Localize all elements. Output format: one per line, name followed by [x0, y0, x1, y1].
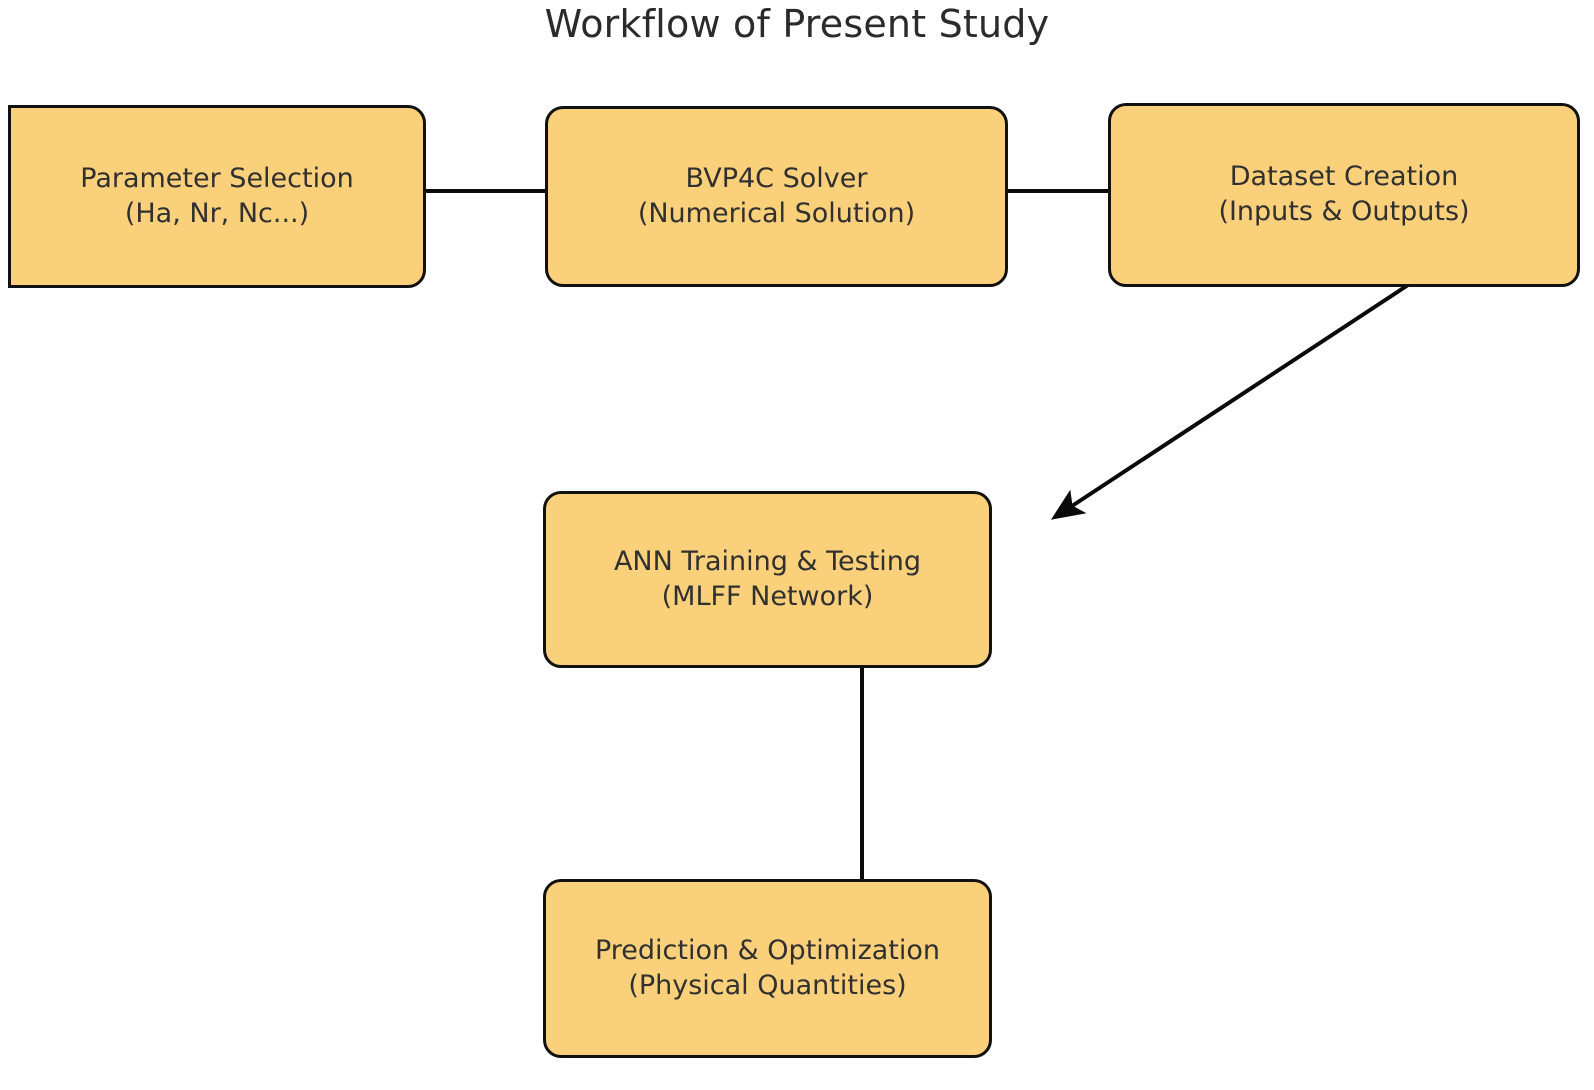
node-dataset-creation-line1: Dataset Creation — [1229, 161, 1459, 193]
node-parameter-selection-line2: (Ha, Nr, Nc...) — [124, 197, 310, 229]
edge-ann-to-prediction — [848, 645, 876, 912]
node-ann-training[interactable]: ANN Training & Testing (MLFF Network) — [543, 491, 992, 668]
node-parameter-selection-line1: Parameter Selection — [80, 162, 354, 194]
edge-dataset-to-ann — [1050, 260, 1445, 520]
node-prediction-optimization-line2: (Physical Quantities) — [628, 969, 907, 1001]
node-bvp4c-solver-line2: (Numerical Solution) — [637, 197, 916, 229]
node-ann-training-line1: ANN Training & Testing — [613, 545, 922, 577]
node-bvp4c-solver[interactable]: BVP4C Solver (Numerical Solution) — [545, 106, 1008, 287]
node-dataset-creation[interactable]: Dataset Creation (Inputs & Outputs) — [1108, 103, 1580, 287]
diagram-title: Workflow of Present Study — [544, 2, 1050, 46]
node-dataset-creation-line2: (Inputs & Outputs) — [1218, 196, 1470, 227]
node-parameter-selection[interactable]: Parameter Selection (Ha, Nr, Nc...) — [8, 105, 426, 288]
node-bvp4c-solver-line1: BVP4C Solver — [685, 162, 868, 194]
node-ann-training-line2: (MLFF Network) — [661, 580, 874, 612]
node-prediction-optimization[interactable]: Prediction & Optimization (Physical Quan… — [543, 879, 992, 1058]
node-prediction-optimization-line1: Prediction & Optimization — [594, 934, 941, 966]
